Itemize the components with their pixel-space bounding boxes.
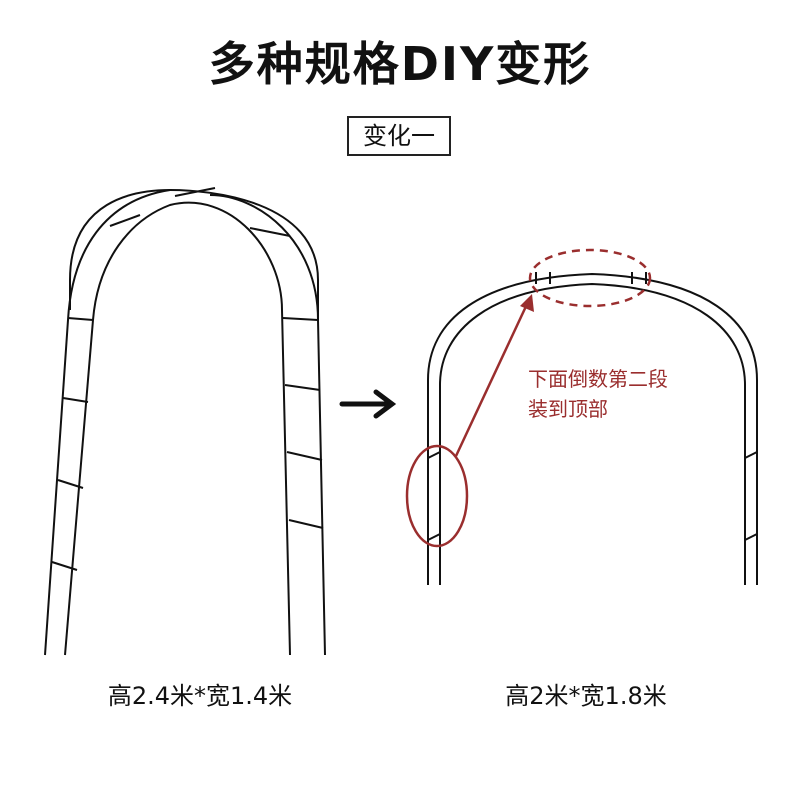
- left-arch-back-rail: [69, 188, 326, 656]
- annotation-note: 下面倒数第二段 装到顶部: [528, 364, 668, 424]
- page-title: 多种规格DIY变形: [208, 37, 592, 91]
- left-arch: [44, 187, 326, 656]
- right-arch-inner-rail: [439, 282, 746, 585]
- left-arch-front-inner-rail: [64, 201, 291, 656]
- annotation-line-1: 下面倒数第二段: [528, 367, 668, 391]
- right-arch: [427, 272, 758, 585]
- lower-segment-highlight: [405, 444, 469, 548]
- left-arch-dimensions: 高2.4米*宽1.4米: [107, 682, 293, 710]
- top-segment-highlight: [528, 248, 652, 308]
- variant-label: 变化一: [347, 116, 451, 156]
- right-arch-dimensions: 高2米*宽1.8米: [505, 682, 667, 710]
- left-arch-front-outer-rail: [44, 189, 171, 656]
- right-arch-outer-rail: [427, 272, 758, 585]
- annotation-arrowhead: [520, 294, 534, 312]
- annotation-line-2: 装到顶部: [528, 397, 608, 421]
- arrow-right-icon: [339, 389, 397, 419]
- annotation-marks: [405, 248, 652, 548]
